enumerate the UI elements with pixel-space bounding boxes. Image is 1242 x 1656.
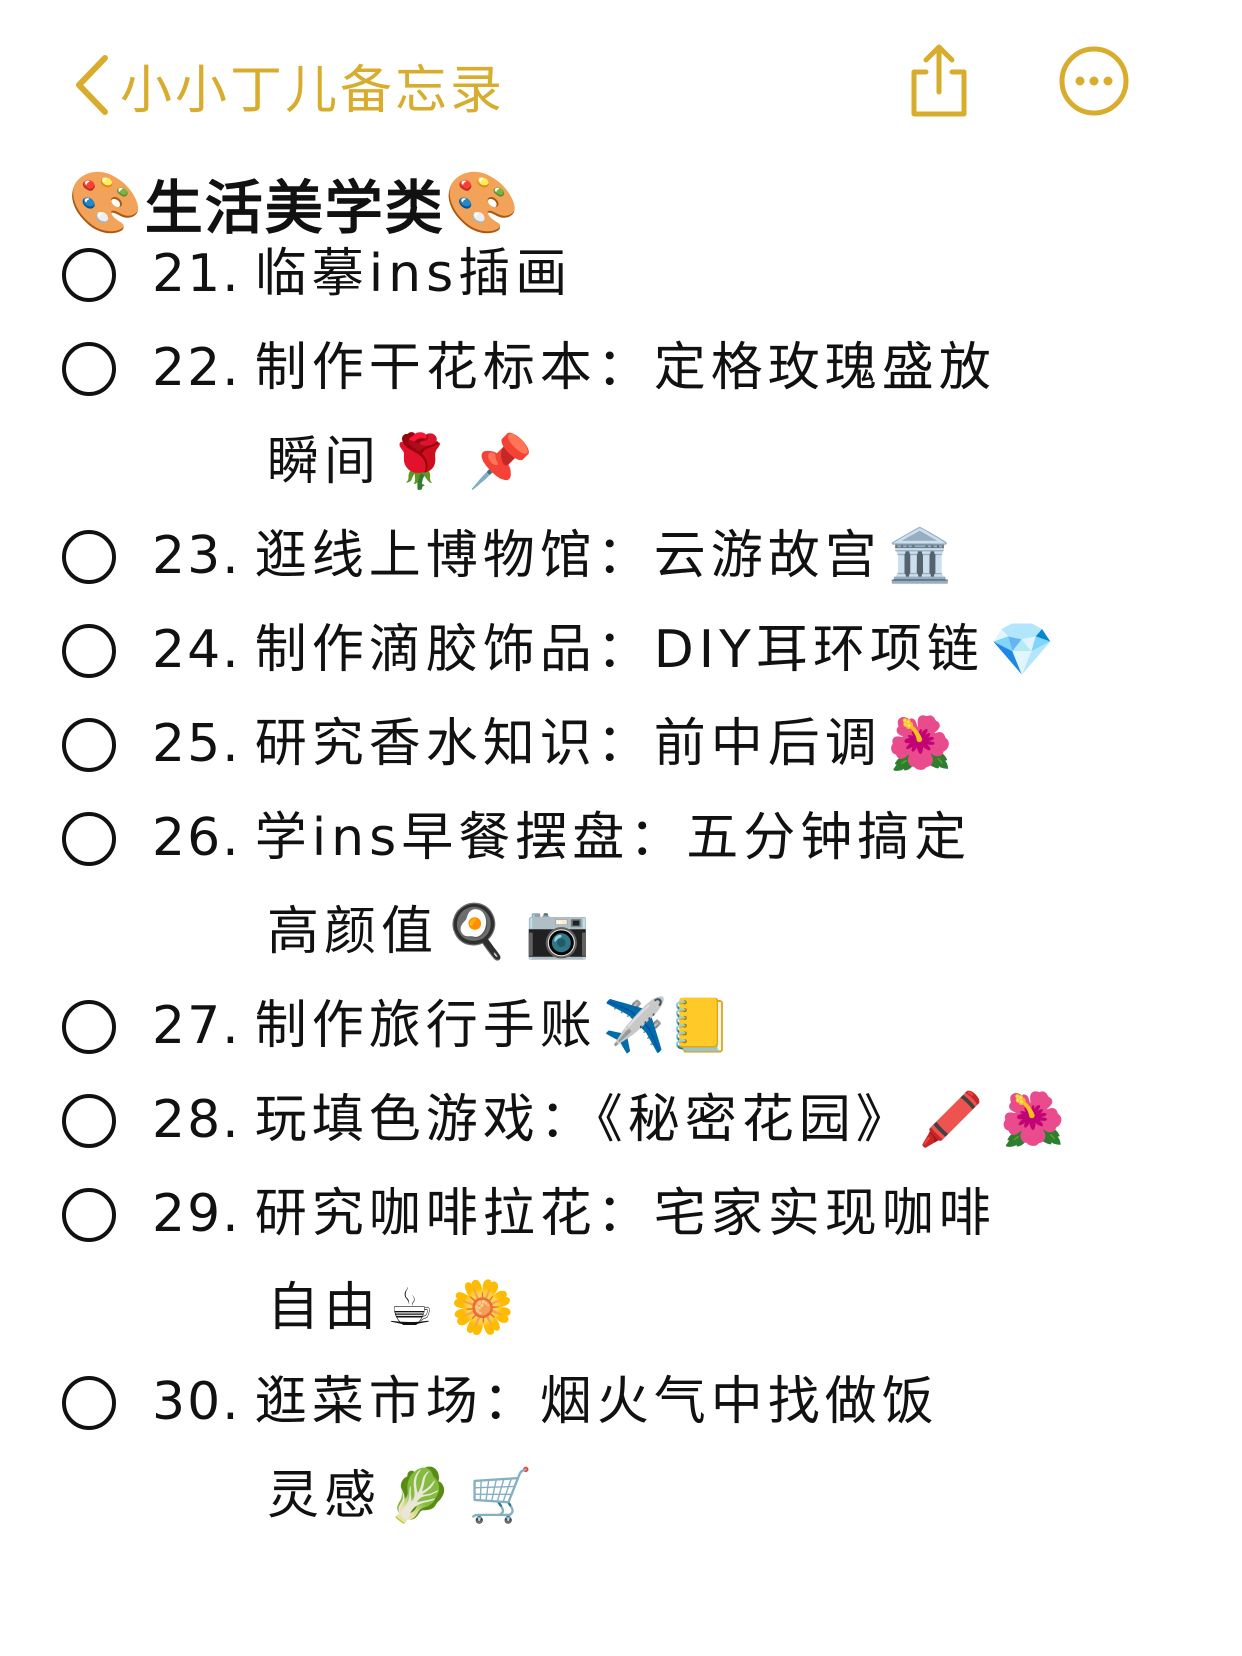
emoji-icon: 💎 xyxy=(989,620,1055,680)
checkbox-circle-icon[interactable] xyxy=(62,1094,116,1148)
item-number: 26. xyxy=(152,808,241,868)
item-text: 25.研究香水知识：前中后调🌺 xyxy=(152,694,952,794)
item-text-continued: 瞬间🌹 📌 xyxy=(267,412,533,512)
checkbox-circle-icon[interactable] xyxy=(62,624,116,678)
emoji-icon: 🍳 📷 xyxy=(444,902,591,962)
checkbox-circle-icon[interactable] xyxy=(62,1188,116,1242)
checkbox-circle-icon[interactable] xyxy=(62,248,116,302)
item-number: 23. xyxy=(152,526,241,586)
item-number: 29. xyxy=(152,1184,241,1244)
share-button[interactable] xyxy=(904,42,974,120)
emoji-icon: 🌹 📌 xyxy=(387,432,534,492)
chevron-left-icon xyxy=(76,55,108,115)
more-options-button[interactable] xyxy=(1058,45,1130,117)
item-number: 24. xyxy=(152,620,241,680)
checkbox-circle-icon[interactable] xyxy=(62,1000,116,1054)
item-label: 逛线上博物馆：云游故宫 xyxy=(254,526,882,586)
checkbox-circle-icon[interactable] xyxy=(62,342,116,396)
emoji-icon: 🏛️ xyxy=(887,526,953,586)
notes-folder-title: 小小丁儿备忘录 xyxy=(120,60,506,121)
item-label: 瞬间 xyxy=(267,432,382,492)
item-label: 研究香水知识：前中后调 xyxy=(254,714,882,774)
emoji-icon: 🥬 🛒 xyxy=(387,1466,534,1526)
item-label: 学ins早餐摆盘：五分钟搞定 xyxy=(254,808,972,868)
share-icon xyxy=(911,44,967,117)
item-number: 27. xyxy=(152,996,241,1056)
item-text-continued: 灵感🥬 🛒 xyxy=(267,1446,533,1546)
item-label: 灵感 xyxy=(267,1466,382,1526)
item-text: 24.制作滴胶饰品：DIY耳环项链💎 xyxy=(152,600,1055,700)
item-text: 21.临摹ins插画 xyxy=(152,224,572,324)
section-heading: 🎨 生活美学类 🎨 xyxy=(68,162,521,244)
item-number: 30. xyxy=(152,1372,241,1432)
checkbox-circle-icon[interactable] xyxy=(62,718,116,772)
navigation-bar: 小小丁儿备忘录 xyxy=(0,0,1242,150)
item-text: 27.制作旅行手账✈️📒 xyxy=(152,976,732,1076)
item-label: 自由 xyxy=(267,1278,382,1338)
item-label: 研究咖啡拉花：宅家实现咖啡 xyxy=(254,1184,996,1244)
item-label: 制作旅行手账 xyxy=(254,996,597,1056)
emoji-icon: ✈️📒 xyxy=(602,996,733,1056)
item-label: 玩填色游戏：《秘密花园》 xyxy=(254,1090,913,1150)
item-text: 28.玩填色游戏：《秘密花园》🖍️ 🌺 xyxy=(152,1070,1065,1170)
palette-icon: 🎨 xyxy=(68,168,145,238)
section-title-text: 生活美学类 xyxy=(144,174,445,242)
item-number: 25. xyxy=(152,714,241,774)
item-number: 22. xyxy=(152,338,241,398)
item-text: 22.制作干花标本：定格玫瑰盛放 xyxy=(152,318,996,418)
item-text: 29.研究咖啡拉花：宅家实现咖啡 xyxy=(152,1164,996,1264)
checkbox-circle-icon[interactable] xyxy=(62,530,116,584)
emoji-icon: ☕ 🌼 xyxy=(387,1278,515,1338)
item-label: 制作干花标本：定格玫瑰盛放 xyxy=(254,338,996,398)
item-number: 28. xyxy=(152,1090,241,1150)
item-text-continued: 自由☕ 🌼 xyxy=(267,1258,515,1358)
emoji-icon: 🌺 xyxy=(887,714,953,774)
item-text: 26.学ins早餐摆盘：五分钟搞定 xyxy=(152,788,971,888)
palette-icon: 🎨 xyxy=(444,168,522,238)
back-button[interactable]: 小小丁儿备忘录 xyxy=(72,40,505,130)
item-text: 30.逛菜市场：烟火气中找做饭 xyxy=(152,1352,939,1452)
checkbox-circle-icon[interactable] xyxy=(62,812,116,866)
item-text: 23.逛线上博物馆：云游故宫🏛️ xyxy=(152,506,952,606)
item-label: 逛菜市场：烟火气中找做饭 xyxy=(254,1372,939,1432)
item-label: 高颜值 xyxy=(267,902,439,962)
item-text-continued: 高颜值🍳 📷 xyxy=(267,882,590,982)
item-label: 临摹ins插画 xyxy=(254,244,573,304)
item-number: 21. xyxy=(152,244,241,304)
checkbox-circle-icon[interactable] xyxy=(62,1376,116,1430)
item-label: 制作滴胶饰品：DIY耳环项链 xyxy=(254,620,984,680)
emoji-icon: 🖍️ 🌺 xyxy=(918,1090,1065,1150)
ellipsis-circle-icon xyxy=(1059,46,1129,116)
